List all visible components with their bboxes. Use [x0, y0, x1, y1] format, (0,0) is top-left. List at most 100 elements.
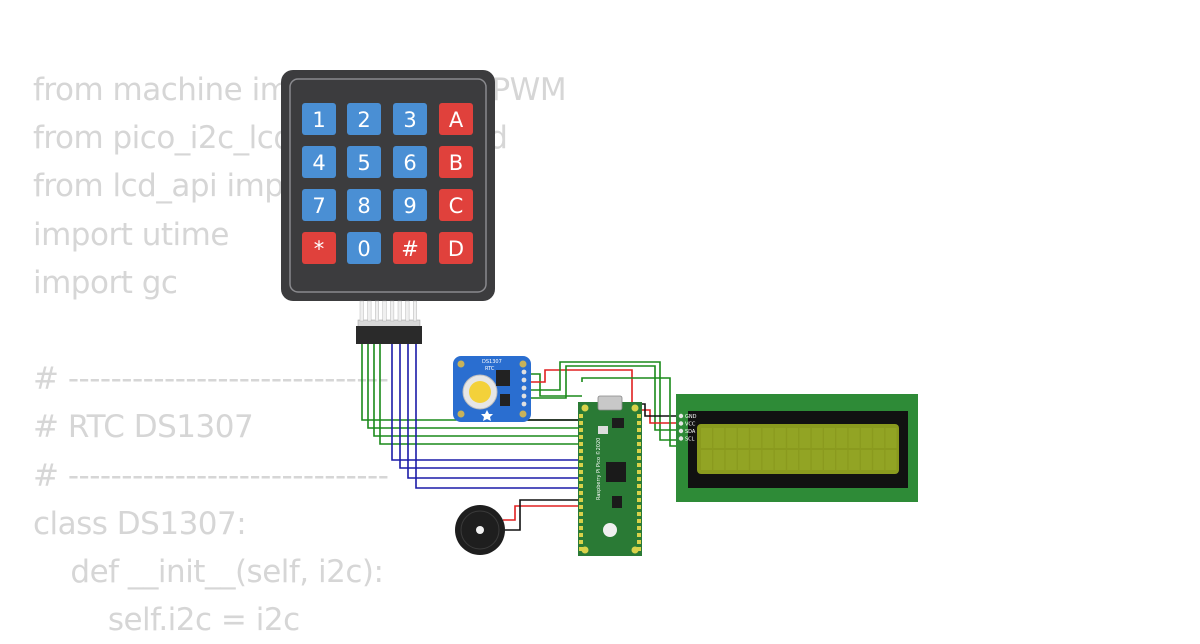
lcd-cells — [701, 428, 897, 470]
key-button[interactable]: C — [439, 189, 473, 221]
lcd-cell — [750, 450, 762, 470]
key-button[interactable]: A — [439, 103, 473, 135]
keypad-connector — [356, 326, 422, 344]
ribbon-strip — [413, 300, 417, 322]
wire[interactable] — [503, 505, 582, 521]
key-cap — [439, 103, 473, 135]
ribbon-strip — [405, 300, 410, 322]
key-label: 6 — [403, 151, 416, 175]
rtc-module[interactable]: RTC DS1307 — [453, 356, 531, 422]
wire[interactable] — [373, 344, 582, 437]
pico-led — [612, 418, 624, 428]
lcd-cell — [701, 428, 712, 448]
key-label: B — [449, 151, 463, 175]
lcd-cell — [787, 450, 799, 470]
code-line: def __init__(self, i2c): — [33, 553, 384, 590]
key-button[interactable]: D — [439, 232, 473, 264]
pico-hole — [581, 546, 589, 554]
code-line: class DS1307: — [33, 505, 247, 542]
pico-pin — [637, 435, 641, 439]
key-button[interactable]: 6 — [393, 146, 427, 178]
key-cap — [302, 189, 336, 221]
pico-pin — [637, 519, 641, 523]
lcd-cell — [848, 450, 860, 470]
rtc-pin — [521, 401, 527, 407]
key-cap — [393, 189, 427, 221]
wire[interactable] — [367, 344, 582, 429]
pico-pin — [579, 533, 583, 537]
pico-pin — [579, 491, 583, 495]
key-button[interactable]: 2 — [347, 103, 381, 135]
wire[interactable] — [527, 365, 680, 431]
rtc-hole — [457, 410, 465, 418]
key-cap — [302, 103, 336, 135]
pico-pin — [637, 491, 641, 495]
lcd-cell — [737, 450, 749, 470]
wire[interactable] — [503, 499, 582, 531]
key-button[interactable]: # — [393, 232, 427, 264]
key-button[interactable]: 8 — [347, 189, 381, 221]
wires — [361, 344, 680, 531]
wire[interactable] — [527, 369, 633, 404]
key-button[interactable]: 0 — [347, 232, 381, 264]
pico-pin — [637, 470, 641, 474]
rtc-pin — [521, 393, 527, 399]
pico-pin — [579, 498, 583, 502]
key-cap — [347, 146, 381, 178]
wire[interactable] — [638, 403, 680, 417]
keypad-ribbon — [359, 300, 417, 322]
lcd-cell — [787, 428, 799, 448]
key-label: C — [449, 194, 464, 218]
raspberry-logo-icon — [603, 523, 617, 537]
pico-pins — [579, 414, 641, 551]
key-cap — [347, 232, 381, 264]
lcd-pin — [678, 428, 684, 434]
pico-flash-chip — [612, 496, 622, 508]
wire[interactable] — [407, 344, 582, 479]
pico-pin — [579, 505, 583, 509]
rtc-hole — [457, 360, 465, 368]
pico-board[interactable]: Raspberry Pi Pico ©2020 — [578, 395, 642, 556]
key-cap — [439, 232, 473, 264]
wire[interactable] — [379, 344, 582, 445]
key-button[interactable]: 1 — [302, 103, 336, 135]
key-cap — [393, 146, 427, 178]
wire[interactable] — [415, 344, 582, 489]
wire[interactable] — [527, 373, 582, 397]
wire[interactable] — [527, 361, 680, 441]
key-button[interactable]: 4 — [302, 146, 336, 178]
wire[interactable] — [399, 344, 582, 469]
pico-label: Raspberry Pi Pico ©2020 — [595, 438, 602, 500]
wire[interactable] — [391, 344, 582, 461]
pico-pin — [637, 547, 641, 551]
key-button[interactable]: 3 — [393, 103, 427, 135]
wire[interactable] — [581, 377, 680, 447]
key-button[interactable]: B — [439, 146, 473, 178]
lcd-cell — [811, 450, 823, 470]
rtc-pins — [521, 369, 527, 407]
rtc-pin — [521, 369, 527, 375]
key-button[interactable]: * — [302, 232, 336, 264]
lcd-cell — [836, 450, 848, 470]
rtc-hole — [519, 360, 527, 368]
rtc-battery-contact — [469, 381, 491, 403]
lcd-pin-label: SDA — [685, 429, 696, 435]
key-button[interactable]: 9 — [393, 189, 427, 221]
lcd-pin — [678, 421, 684, 426]
pico-pin — [637, 456, 641, 460]
key-label: 2 — [357, 108, 370, 132]
buzzer[interactable] — [455, 505, 505, 555]
pico-pin — [579, 414, 583, 418]
pico-pin — [637, 505, 641, 509]
pico-pin — [579, 463, 583, 467]
key-button[interactable]: 5 — [347, 146, 381, 178]
key-button[interactable]: 7 — [302, 189, 336, 221]
pico-button — [598, 426, 608, 434]
pico-pin — [637, 442, 641, 446]
pico-pin — [579, 526, 583, 530]
code-line: import utime — [33, 216, 229, 253]
pico-pin — [637, 449, 641, 453]
key-label: 8 — [357, 194, 370, 218]
